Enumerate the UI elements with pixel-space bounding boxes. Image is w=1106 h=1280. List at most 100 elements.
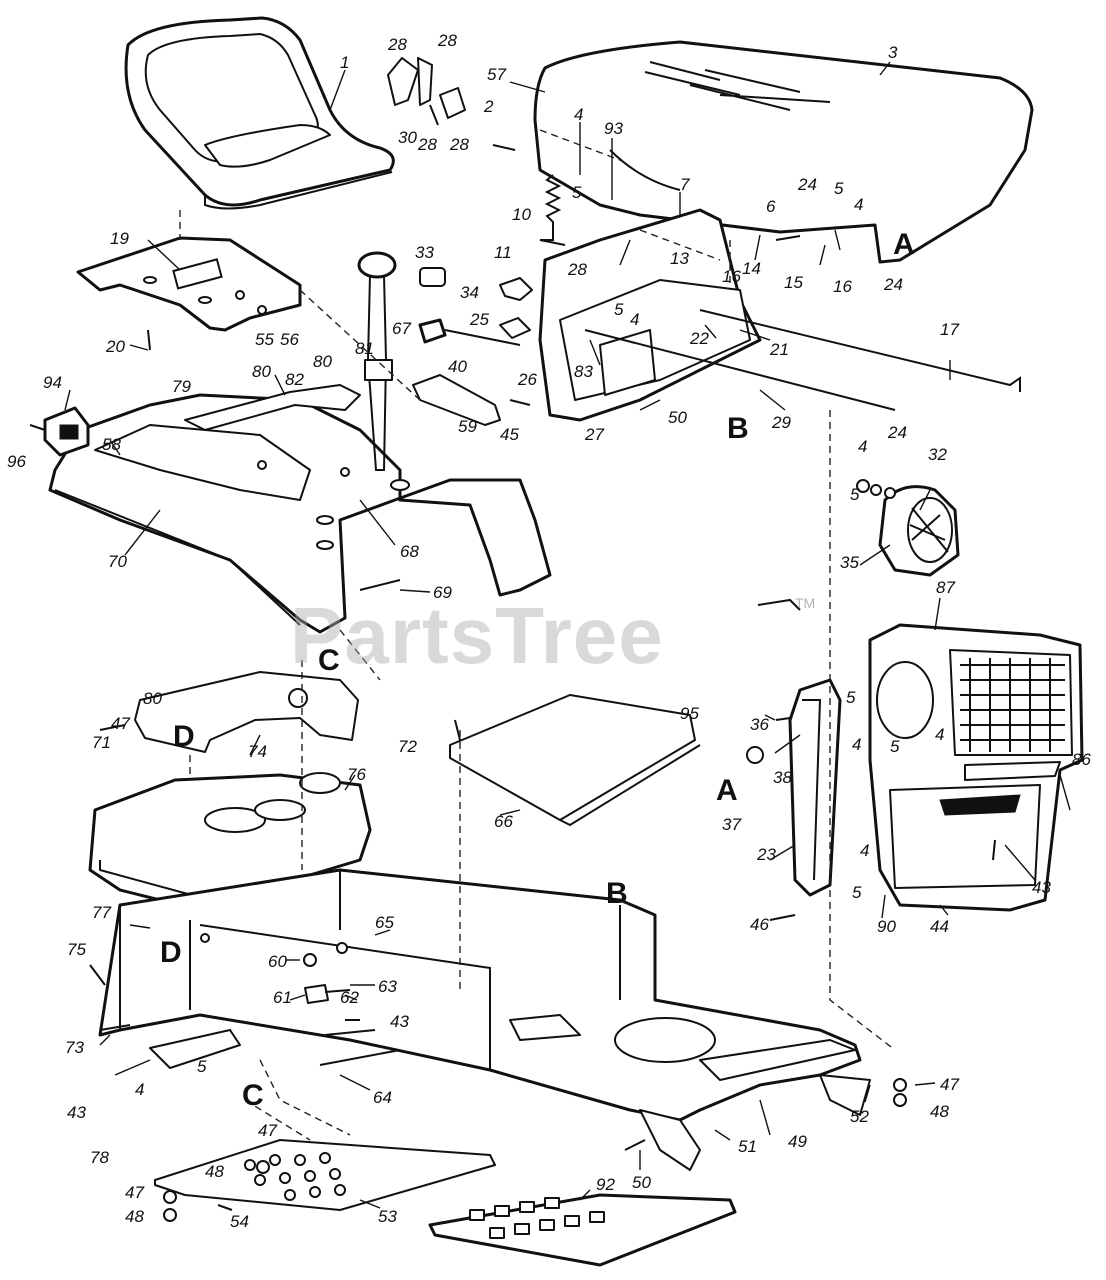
callout-21: 21: [769, 340, 789, 359]
callout-25: 25: [469, 310, 489, 329]
dash-panel: [538, 208, 762, 422]
callout-4d: 4: [858, 437, 867, 456]
callout-48b: 48: [125, 1207, 144, 1226]
callout-27: 27: [584, 425, 604, 444]
callout-4b: 4: [854, 195, 863, 214]
fuel-tank: [88, 772, 372, 907]
callout-32: 32: [928, 445, 947, 464]
callout-20: 20: [105, 337, 125, 356]
small-hardware: [29, 144, 996, 1222]
main-frame: [98, 868, 871, 1171]
callout-96: 96: [7, 452, 26, 471]
callout-83: 83: [574, 362, 593, 381]
callout-5f: 5: [890, 737, 900, 756]
callout-64: 64: [373, 1088, 392, 1107]
seat-adjust-brackets: [387, 57, 466, 126]
callout-62: 62: [340, 988, 359, 1007]
callout-93: 93: [604, 119, 623, 138]
assembly-lines: [179, 210, 896, 1141]
callout-87: 87: [936, 578, 955, 597]
section-letters: A A B B C C D D: [160, 228, 915, 1112]
callout-24b: 24: [883, 275, 903, 294]
callout-36: 36: [750, 715, 769, 734]
lift-lever: [412, 374, 501, 426]
callout-5h: 5: [197, 1057, 207, 1076]
callout-14: 14: [742, 259, 761, 278]
section-marker-b-frame: B: [606, 877, 628, 910]
callout-3: 3: [888, 43, 898, 62]
callout-4a: 4: [574, 105, 583, 124]
callout-76: 76: [347, 765, 366, 784]
callout-5c: 5: [614, 300, 624, 319]
callout-23: 23: [756, 845, 776, 864]
callout-28d: 28: [449, 135, 469, 154]
headlight: [878, 485, 960, 577]
callout-86: 86: [1072, 750, 1091, 769]
callout-51: 51: [738, 1137, 757, 1156]
foot-mat: [428, 1193, 737, 1267]
callout-5g: 5: [852, 883, 862, 902]
callout-72: 72: [398, 737, 417, 756]
callout-47a: 47: [111, 714, 130, 733]
callout-4g: 4: [860, 841, 869, 860]
callout-80a: 80: [252, 362, 271, 381]
section-marker-b-dash: B: [727, 412, 749, 445]
callout-71: 71: [92, 733, 111, 752]
callout-24a: 24: [797, 175, 817, 194]
callout-38: 38: [773, 768, 792, 787]
callout-55: 55: [255, 330, 274, 349]
callout-43c: 43: [67, 1103, 86, 1122]
callout-11: 11: [494, 243, 512, 262]
battery-tray: [449, 694, 701, 827]
callout-43b: 43: [390, 1012, 409, 1031]
section-marker-d-frame: D: [160, 936, 182, 969]
callout-73: 73: [65, 1038, 84, 1057]
callout-15: 15: [784, 273, 803, 292]
trademark-symbol: TM: [795, 595, 816, 611]
callout-4c: 4: [630, 310, 639, 329]
section-marker-c-fender: C: [318, 644, 340, 677]
callout-60: 60: [268, 952, 287, 971]
shift-lever: [357, 251, 397, 471]
callout-45: 45: [500, 425, 519, 444]
callout-78: 78: [90, 1148, 109, 1167]
callout-58: 58: [102, 435, 121, 454]
callout-47c: 47: [125, 1183, 144, 1202]
callout-48a: 48: [205, 1162, 224, 1181]
callout-22: 22: [689, 329, 709, 348]
callout-40: 40: [448, 357, 467, 376]
callout-57: 57: [487, 65, 506, 84]
callout-5d: 5: [850, 485, 860, 504]
section-marker-c-bracket: C: [242, 1079, 264, 1112]
callout-37: 37: [722, 815, 741, 834]
callout-28a: 28: [387, 35, 407, 54]
callout-24c: 24: [887, 423, 907, 442]
callout-43a: 43: [1032, 878, 1051, 897]
callout-61: 61: [273, 988, 292, 1007]
callout-33: 33: [415, 243, 434, 262]
callout-66: 66: [494, 812, 513, 831]
callout-2: 2: [483, 97, 494, 116]
callout-54: 54: [230, 1212, 249, 1231]
seat: [124, 16, 395, 210]
callout-5b: 5: [834, 179, 844, 198]
fender-bracket: [184, 384, 361, 431]
callout-80b: 80: [313, 352, 332, 371]
seat-pan: [76, 236, 302, 332]
callout-44: 44: [930, 917, 949, 936]
callout-5e: 5: [846, 688, 856, 707]
callout-53: 53: [378, 1207, 397, 1226]
callout-50a: 50: [668, 408, 687, 427]
callout-52: 52: [850, 1107, 869, 1126]
callout-5a: 5: [572, 183, 582, 202]
watermark-text: PartsTree: [290, 591, 664, 680]
callout-1: 1: [340, 53, 349, 72]
callout-74: 74: [248, 742, 267, 761]
callout-leaders: [64, 61, 1071, 1209]
callout-94: 94: [43, 373, 62, 392]
callout-47b: 47: [258, 1121, 277, 1140]
callout-46: 46: [750, 915, 769, 934]
callout-81: 81: [355, 339, 374, 358]
